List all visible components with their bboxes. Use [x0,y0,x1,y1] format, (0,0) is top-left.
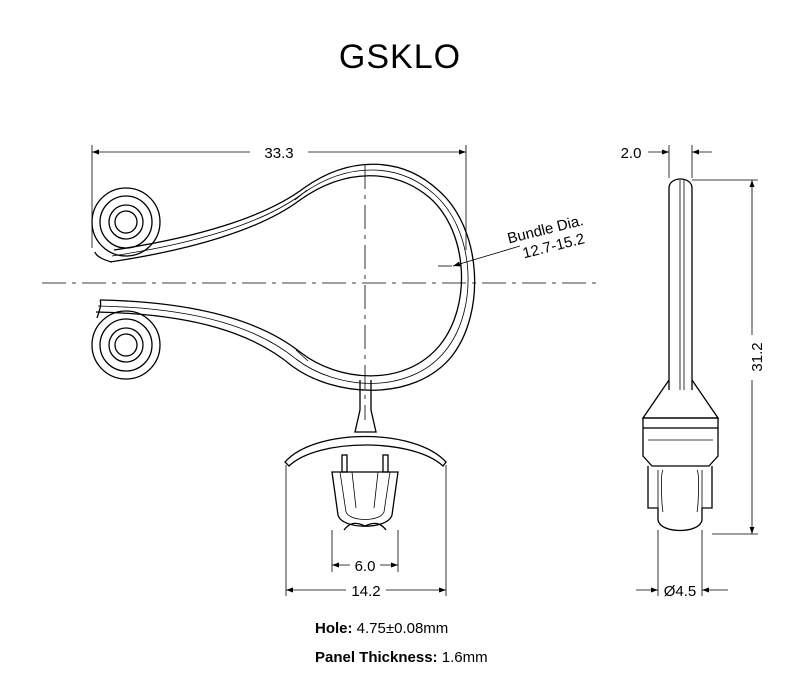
mount-stem [354,380,377,433]
panel-thickness-label: Panel Thickness: [315,649,438,666]
anchor-pin [331,454,399,531]
overall-width-label: 33.3 [264,145,293,162]
height-dimension: 31.2 [692,179,766,535]
front-view: 33.3 Bundle Dia. 12.7-15.2 6.0 14.2 [42,145,600,600]
panel-thickness-spec: Panel Thickness: 1.6mm [315,649,488,666]
umbrella-flange [284,435,447,467]
upper-eyelet [91,187,161,257]
base-outer-label: 14.2 [351,583,380,600]
hole-spec-value: 4.75±0.08mm [356,620,449,637]
panel-thickness-value: 1.6mm [441,649,488,666]
hole-spec: Hole: 4.75±0.08mm [315,620,448,637]
lower-eyelet [91,310,161,380]
base-inner-dimension: 6.0 [331,530,399,575]
height-label: 31.2 [749,342,766,371]
bundle-diameter-callout: Bundle Dia. 12.7-15.2 [452,212,587,267]
drawing-title: GSKLO [338,38,462,76]
thickness-label: 2.0 [621,145,642,162]
base-outer-dimension: 14.2 [285,465,447,600]
side-view: 2.0 31.2 Ø4.5 [621,145,766,600]
base-inner-label: 6.0 [355,558,376,575]
overall-width-dimension: 33.3 [91,145,467,250]
pin-diameter-label: Ø4.5 [664,583,697,600]
side-flange [641,379,720,419]
thickness-dimension: 2.0 [621,145,712,178]
hole-spec-label: Hole: [315,620,353,637]
loop-band [94,163,476,391]
pin-diameter-dimension: Ø4.5 [636,530,728,600]
side-strap [668,178,693,390]
